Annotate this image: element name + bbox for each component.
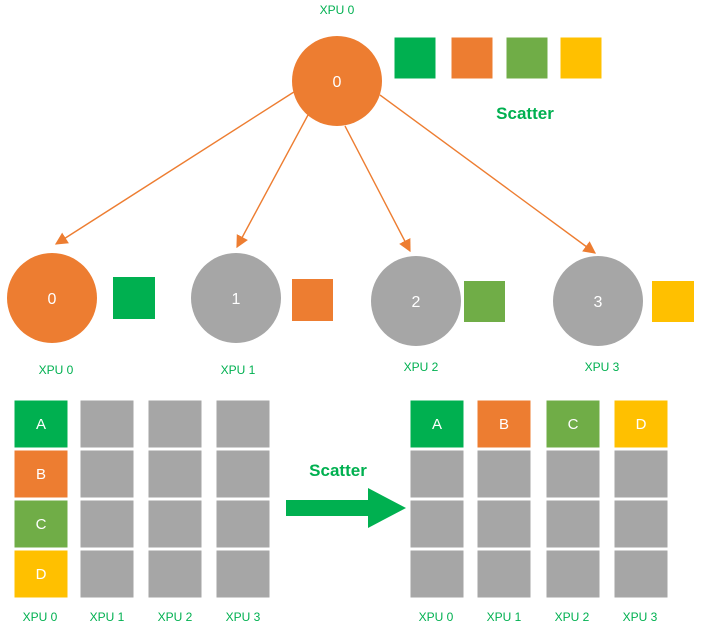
empty-cell (215, 449, 271, 499)
data-cell (476, 399, 532, 449)
after-labels: XPU 0 XPU 1 XPU 2 XPU 3 (419, 610, 658, 624)
child-node-0: 0 XPU 0 (7, 253, 155, 377)
data-cell-letter: A (36, 416, 46, 433)
empty-cell (147, 399, 203, 449)
empty-cell (613, 499, 669, 549)
empty-cell (545, 549, 601, 599)
top-node-circle (292, 36, 382, 126)
empty-cell (147, 549, 203, 599)
data-cell-letter: A (432, 416, 442, 433)
data-cell-letter: D (36, 566, 47, 583)
before-xpu-label: XPU 1 (90, 610, 125, 624)
child-xpu-label: XPU 2 (404, 360, 439, 374)
child-node-circle (7, 253, 97, 343)
empty-cell (613, 549, 669, 599)
child-xpu-label: XPU 0 (39, 363, 74, 377)
before-scatter-grid: A B C D (13, 399, 271, 599)
empty-cell (613, 449, 669, 499)
child-node-number: 0 (48, 291, 57, 308)
arrow-to-xpu3 (379, 94, 597, 254)
child-node-number: 3 (594, 294, 603, 311)
empty-cell (476, 449, 532, 499)
arrow-to-xpu1 (236, 114, 309, 249)
empty-cell (545, 449, 601, 499)
top-data-block (505, 36, 549, 80)
top-data-block (393, 36, 437, 80)
empty-cell (79, 399, 135, 449)
top-data-block (559, 36, 603, 80)
scatter-arrow-shaft (286, 500, 370, 516)
child-xpu-label: XPU 1 (221, 363, 256, 377)
before-labels: XPU 0 XPU 1 XPU 2 XPU 3 (23, 610, 261, 624)
child-data-block (113, 277, 155, 319)
scatter-operation-label: Scatter (309, 461, 367, 480)
top-data-block (450, 36, 494, 80)
data-cell (545, 399, 601, 449)
empty-cell (147, 499, 203, 549)
data-cell (409, 399, 465, 449)
after-scatter-grid: A B C D (409, 399, 669, 599)
empty-cell (215, 399, 271, 449)
empty-cell (79, 499, 135, 549)
data-cell-letter: B (499, 416, 509, 433)
after-xpu-label: XPU 2 (555, 610, 590, 624)
arrow-to-xpu2 (344, 125, 411, 253)
child-data-block (292, 279, 333, 321)
empty-cell (215, 499, 271, 549)
child-node-2: 2 XPU 2 (371, 256, 505, 374)
empty-cell (476, 499, 532, 549)
empty-cell (476, 549, 532, 599)
data-cell-letter: C (568, 416, 579, 433)
arrow-to-xpu0 (54, 89, 298, 245)
child-node-number: 2 (412, 294, 421, 311)
empty-cell (545, 499, 601, 549)
scatter-arrow-head (368, 488, 406, 528)
data-cell-letter: B (36, 466, 46, 483)
top-node-number: 0 (333, 74, 342, 91)
empty-cell (79, 449, 135, 499)
data-cell (13, 549, 69, 599)
after-xpu-label: XPU 1 (487, 610, 522, 624)
data-cell (13, 449, 69, 499)
data-cell (13, 499, 69, 549)
top-scatter-label: Scatter (496, 104, 554, 123)
child-node-3: 3 XPU 3 (553, 256, 694, 374)
child-node-circle (371, 256, 461, 346)
top-xpu-label: XPU 0 (320, 3, 355, 17)
after-xpu-label: XPU 3 (623, 610, 658, 624)
data-cell (13, 399, 69, 449)
data-cell (613, 399, 669, 449)
child-node-number: 1 (232, 291, 241, 308)
child-nodes: 0 XPU 0 1 XPU 1 2 XPU 2 3 XPU 3 (7, 253, 694, 377)
empty-cell (147, 449, 203, 499)
child-node-circle (553, 256, 643, 346)
empty-cell (409, 449, 465, 499)
data-cell-letter: D (636, 416, 647, 433)
data-cell-letter: C (36, 516, 47, 533)
empty-cell (409, 499, 465, 549)
child-data-block (652, 281, 694, 322)
child-node-1: 1 XPU 1 (191, 253, 333, 377)
before-xpu-label: XPU 2 (158, 610, 193, 624)
before-xpu-label: XPU 0 (23, 610, 58, 624)
top-data-blocks (393, 36, 603, 80)
child-xpu-label: XPU 3 (585, 360, 620, 374)
before-xpu-label: XPU 3 (226, 610, 261, 624)
empty-cell (79, 549, 135, 599)
empty-cell (215, 549, 271, 599)
child-data-block (464, 281, 505, 322)
after-xpu-label: XPU 0 (419, 610, 454, 624)
child-node-circle (191, 253, 281, 343)
empty-cell (409, 549, 465, 599)
